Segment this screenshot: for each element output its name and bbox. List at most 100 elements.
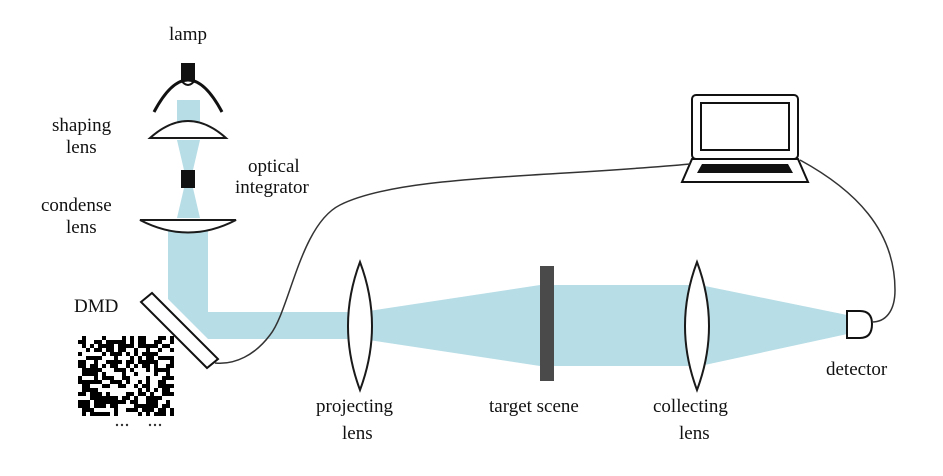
dmd-pixel <box>150 360 154 364</box>
dmd-pixel <box>150 356 154 360</box>
dmd-pixel <box>142 360 146 364</box>
label-target-scene: target scene <box>489 396 579 417</box>
dmd-pixel <box>78 400 82 404</box>
dmd-pixel <box>166 388 170 392</box>
dmd-pixel <box>110 340 114 344</box>
dmd-pixel <box>154 364 158 368</box>
dmd-pixel <box>162 368 166 372</box>
dmd-pixel <box>82 380 86 384</box>
dmd-pixel <box>98 400 102 404</box>
dmd-pixel <box>118 352 122 356</box>
dmd-pixel <box>166 364 170 368</box>
lamp-icon <box>152 63 224 113</box>
dmd-pixel <box>102 400 106 404</box>
dmd-pixel <box>82 344 86 348</box>
dmd-pixel <box>138 392 142 396</box>
dmd-pixel <box>94 372 98 376</box>
dmd-pixel <box>154 400 158 404</box>
dmd-pixel <box>146 368 150 372</box>
target-scene-icon <box>540 266 554 381</box>
dmd-pixel <box>130 408 134 412</box>
dmd-pixel <box>78 404 82 408</box>
dmd-pixel <box>162 376 166 380</box>
dmd-pixel <box>166 372 170 376</box>
dmd-pixel <box>94 368 98 372</box>
dmd-pixel <box>114 360 118 364</box>
dmd-pixel <box>138 356 142 360</box>
dmd-pixel <box>146 396 150 400</box>
dmd-pixel <box>134 352 138 356</box>
dmd-pixel <box>166 368 170 372</box>
dmd-pixel <box>142 340 146 344</box>
dmd-pixel <box>158 384 162 388</box>
label-lamp: lamp <box>169 24 207 45</box>
dmd-pixel <box>86 384 90 388</box>
dmd-pixel <box>94 412 98 416</box>
dmd-pixel <box>118 400 122 404</box>
label-projecting-lens-line2: lens <box>342 423 373 444</box>
dmd-pixel <box>86 380 90 384</box>
dmd-pattern-ellipsis <box>115 423 162 427</box>
dmd-icon <box>139 291 220 370</box>
beam-collecting-to-detector <box>700 285 852 366</box>
label-collecting-lens-line1: collecting <box>653 396 728 417</box>
dmd-pixel <box>146 388 150 392</box>
dmd-pixel <box>114 356 118 360</box>
dmd-pixel <box>90 388 94 392</box>
dmd-pixel <box>82 388 86 392</box>
beam-projecting-to-target <box>362 285 540 366</box>
dmd-pixel <box>170 336 174 340</box>
dmd-pixel <box>106 344 110 348</box>
condense-lens-icon <box>139 219 237 234</box>
dmd-pixel <box>82 360 86 364</box>
dmd-pixel <box>122 340 126 344</box>
dmd-pixel <box>102 404 106 408</box>
dmd-pixel <box>134 384 138 388</box>
dmd-pixel <box>98 380 102 384</box>
dmd-pixel <box>154 372 158 376</box>
label-dmd: DMD <box>74 296 118 317</box>
dmd-pixel <box>86 400 90 404</box>
dmd-pixel <box>166 384 170 388</box>
dmd-pixel <box>78 380 82 384</box>
dmd-pixel <box>150 404 154 408</box>
dmd-pixel <box>142 408 146 412</box>
dmd-pixel <box>86 372 90 376</box>
dmd-pixel <box>154 360 158 364</box>
dmd-pixel <box>146 344 150 348</box>
dmd-pixel <box>106 396 110 400</box>
dmd-pixel <box>126 396 130 400</box>
dmd-pixel <box>94 396 98 400</box>
dmd-pixel <box>98 396 102 400</box>
dmd-pixel <box>158 340 162 344</box>
dmd-pixel <box>138 412 142 416</box>
dmd-pixel <box>162 408 166 412</box>
dmd-pixel <box>82 392 86 396</box>
dmd-pixel <box>114 400 118 404</box>
dmd-pixel <box>146 364 150 368</box>
dmd-pixel <box>98 368 102 372</box>
dmd-pixel <box>142 352 146 356</box>
dmd-pixel <box>78 352 82 356</box>
dmd-pixel <box>114 408 118 412</box>
dmd-pixel <box>162 356 166 360</box>
dmd-pixel <box>102 412 106 416</box>
dmd-pixel <box>126 376 130 380</box>
dmd-pixel <box>114 340 118 344</box>
dmd-pixel <box>114 352 118 356</box>
dmd-pixel <box>162 412 166 416</box>
dmd-pixel <box>122 344 126 348</box>
label-collecting-lens-line2: lens <box>679 423 710 444</box>
dmd-pixel <box>78 360 82 364</box>
dmd-pixel <box>110 400 114 404</box>
dmd-pixel <box>162 344 166 348</box>
dmd-pixel <box>162 392 166 396</box>
dmd-pixel <box>142 392 146 396</box>
projecting-lens-icon <box>347 259 373 393</box>
dmd-pixel <box>82 404 86 408</box>
dmd-pixel <box>150 408 154 412</box>
dmd-pixel <box>90 344 94 348</box>
dmd-pixel <box>146 412 150 416</box>
dmd-pixel <box>158 356 162 360</box>
dmd-pixel <box>78 364 82 368</box>
